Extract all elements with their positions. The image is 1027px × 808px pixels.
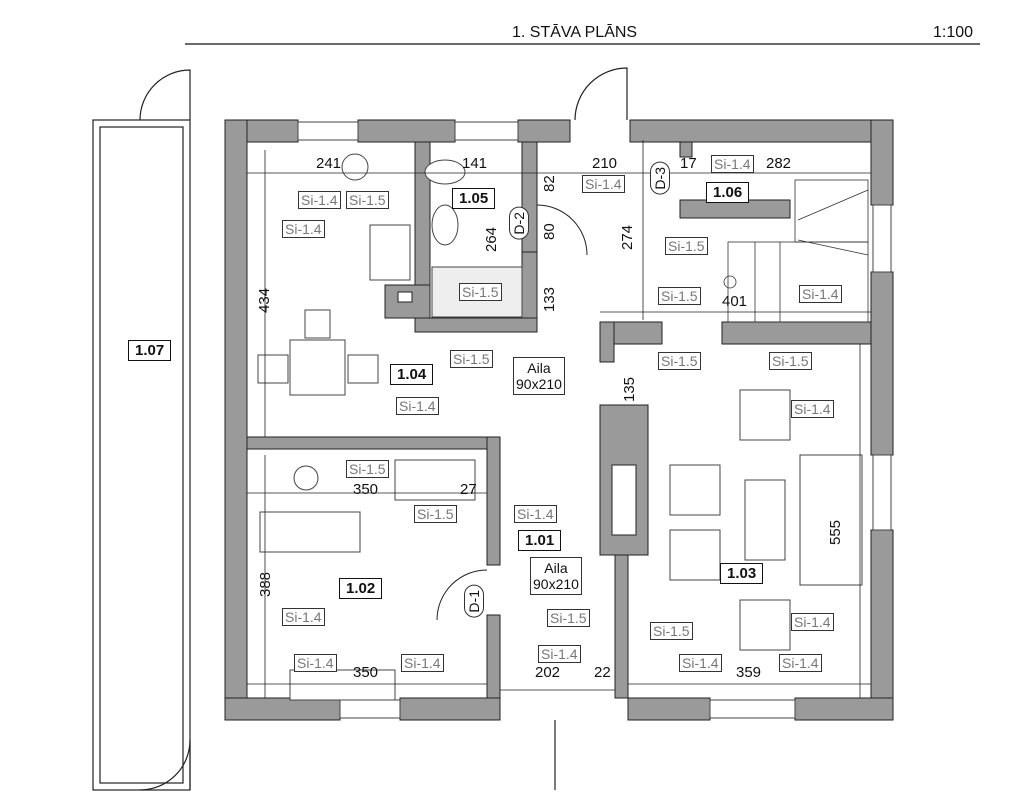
dimension: 274 — [619, 224, 636, 250]
room-1-01: 1.01 — [518, 530, 562, 551]
finish-tag: Si-1.4 — [298, 191, 341, 209]
finish-tag: Si-1.4 — [779, 654, 822, 672]
finish-tag: Si-1.5 — [658, 287, 701, 305]
walls — [224, 119, 894, 721]
door-d3: D-3 — [650, 162, 670, 195]
finish-tag: Si-1.4 — [514, 505, 557, 523]
dimension: 210 — [592, 155, 618, 172]
dimension: 27 — [460, 481, 477, 498]
finish-tag: Si-1.5 — [346, 191, 389, 209]
dimension: 350 — [353, 664, 379, 681]
finish-tag: Si-1.5 — [459, 283, 502, 301]
dimension: 17 — [680, 155, 697, 172]
room-1-02: 1.02 — [339, 578, 383, 599]
room-1-07: 1.07 — [128, 340, 172, 361]
door-d2: D-2 — [509, 207, 529, 240]
finish-tag: Si-1.5 — [658, 352, 701, 370]
room-1-05: 1.05 — [452, 188, 496, 209]
finish-tag: Si-1.4 — [791, 400, 834, 418]
finish-tag: Si-1.4 — [791, 613, 834, 631]
finish-tag: Si-1.5 — [769, 352, 812, 370]
dimension: 359 — [736, 664, 762, 681]
furniture — [257, 153, 863, 701]
finish-tag: Si-1.4 — [294, 654, 337, 672]
dimension: 22 — [594, 664, 611, 681]
dimension: 82 — [541, 175, 558, 192]
drawing-scale: 1:100 — [933, 24, 974, 41]
dimension: 264 — [483, 226, 500, 252]
windows — [297, 121, 892, 719]
terrace — [92, 67, 628, 791]
finish-tag: Si-1.5 — [547, 609, 590, 627]
dimension: 202 — [535, 664, 561, 681]
finish-tag: Si-1.5 — [650, 622, 693, 640]
finish-tag: Si-1.4 — [799, 285, 842, 303]
dimension: 80 — [541, 223, 558, 240]
dimension: 141 — [462, 155, 488, 172]
dimension: 282 — [766, 155, 792, 172]
finish-tag: Si-1.5 — [346, 460, 389, 478]
finish-tag: Si-1.4 — [282, 608, 325, 626]
finish-tag: Si-1.5 — [450, 350, 493, 368]
dimension: 241 — [316, 155, 342, 172]
room-1-03: 1.03 — [720, 563, 764, 584]
dimension: 135 — [621, 376, 638, 402]
finish-tag: Si-1.4 — [396, 397, 439, 415]
room-1-06: 1.06 — [706, 182, 750, 203]
dimension: 401 — [722, 293, 748, 310]
drawing-title: 1. STĀVA PLĀNS — [512, 24, 638, 41]
room-1-04: 1.04 — [390, 364, 434, 385]
dimension: 434 — [256, 287, 273, 313]
finish-tag: Si-1.4 — [282, 220, 325, 238]
stairs — [723, 179, 869, 323]
finish-tag: Si-1.5 — [665, 237, 708, 255]
door-d1: D-1 — [464, 585, 484, 618]
finish-tag: Si-1.4 — [582, 175, 625, 193]
finish-tag: Si-1.4 — [711, 155, 754, 173]
finish-tag: Si-1.4 — [679, 654, 722, 672]
dimension: 133 — [541, 286, 558, 312]
finish-tag: Si-1.4 — [401, 654, 444, 672]
dimension: 350 — [353, 481, 379, 498]
dimension: 388 — [257, 571, 274, 597]
finish-tag: Si-1.4 — [538, 645, 581, 663]
dimension: 555 — [827, 519, 844, 545]
finish-tag: Si-1.5 — [414, 505, 457, 523]
